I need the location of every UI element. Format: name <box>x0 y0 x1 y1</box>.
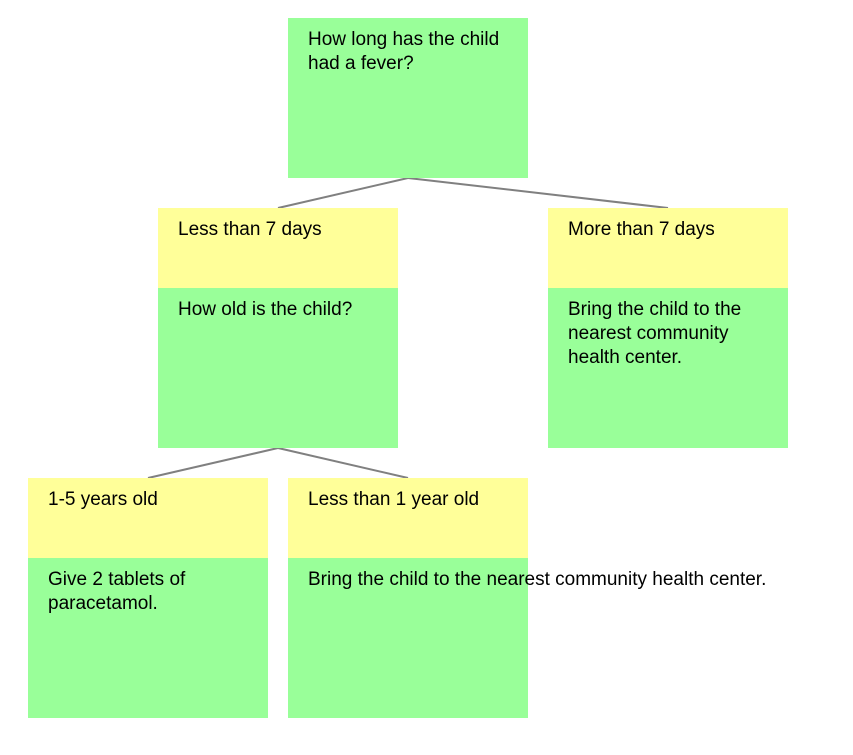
connector-root-to-less-7 <box>277 177 409 209</box>
answer-less-than-7-days-node: Less than 7 days <box>158 208 398 288</box>
answer-more-than-7-days-node: More than 7 days <box>548 208 788 288</box>
answer-less-than-1-year-text: Less than 1 year old <box>308 489 480 510</box>
answer-less-than-1-year-node: Less than 1 year old <box>288 478 528 558</box>
answer-less-than-7-days-text: Less than 7 days <box>178 219 322 240</box>
age-question-node: How old is the child? <box>158 288 398 448</box>
root-question-node: How long has the child had a fever? <box>288 18 528 178</box>
outcome-paracetamol-node: Give 2 tablets of paracetamol. <box>28 558 268 718</box>
root-question-text: How long has the child had a fever? <box>308 29 500 74</box>
outcome-paracetamol-text: Give 2 tablets of paracetamol. <box>48 569 186 614</box>
outcome-health-center-text: Bring the child to the nearest community… <box>568 299 742 368</box>
answer-1-5-years-text: 1-5 years old <box>48 489 158 510</box>
answer-more-than-7-days-text: More than 7 days <box>568 219 715 240</box>
connector-age-to-under-1 <box>277 447 409 479</box>
answer-1-5-years-node: 1-5 years old <box>28 478 268 558</box>
outcome-health-center-infant-text: Bring the child to the nearest community… <box>308 569 767 590</box>
outcome-health-center-node: Bring the child to the nearest community… <box>548 288 788 448</box>
outcome-health-center-infant-node: Bring the child to the nearest community… <box>288 558 766 718</box>
connector-root-to-more-7 <box>407 177 669 209</box>
age-question-text: How old is the child? <box>178 299 353 320</box>
connector-age-to-1-5 <box>147 447 279 479</box>
